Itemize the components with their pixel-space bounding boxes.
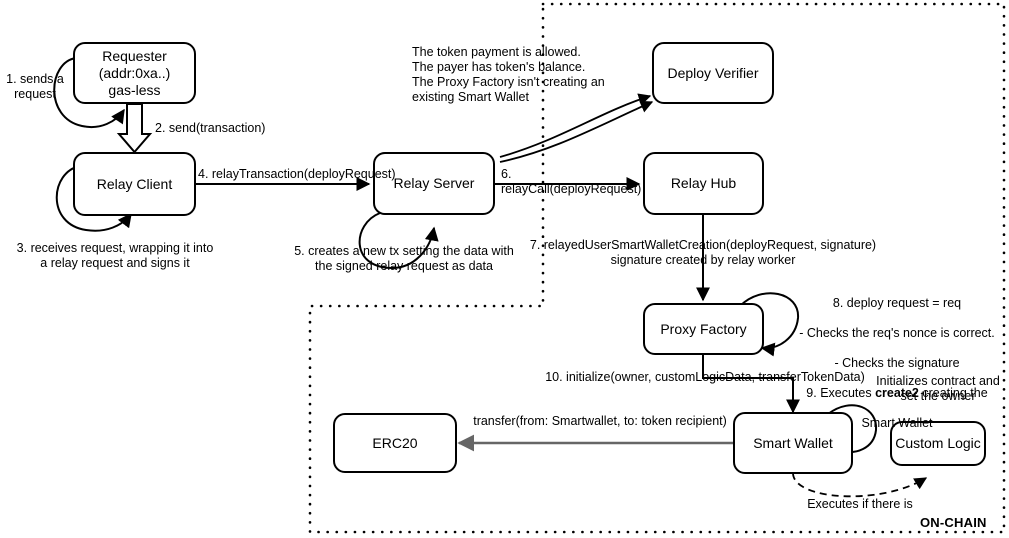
node-erc20-label: ERC20 — [372, 434, 418, 451]
proxy-note-line-3: - Checks the signature — [834, 356, 960, 370]
proxy-note-line-2: - Checks the req's nonce is correct. — [799, 326, 995, 340]
edge-label-step-4: 4. relayTransaction(deployRequest) — [198, 167, 396, 181]
edge-relay-server-to-deploy-verifier — [499, 93, 652, 158]
proxy-note-line-4-suffix: creating the — [918, 386, 988, 400]
proxy-note-create2-keyword: create2 — [875, 386, 919, 400]
edge-label-verifier-conditions: The token payment is allowed. The payer … — [412, 45, 605, 104]
node-deploy-verifier[interactable]: Deploy Verifier — [652, 42, 774, 104]
node-relay-client-label: Relay Client — [96, 175, 173, 192]
edge-label-transfer: transfer(from: Smartwallet, to: token re… — [473, 414, 727, 428]
node-relay-hub[interactable]: Relay Hub — [643, 152, 764, 215]
node-proxy-factory[interactable]: Proxy Factory — [643, 303, 764, 355]
edge-proxy-factory-self-loop — [739, 292, 800, 357]
on-chain-zone-caption: ON-CHAIN — [920, 515, 987, 530]
node-requester-label: Requester (addr:0xa..) gas-less — [98, 47, 171, 98]
edge-label-initializes-contract: Initializes contract and set the owner — [876, 374, 1000, 403]
node-custom-logic-label: Custom Logic — [895, 435, 981, 451]
node-relay-client[interactable]: Relay Client — [73, 152, 196, 216]
node-relay-server[interactable]: Relay Server — [373, 152, 495, 215]
node-requester[interactable]: Requester (addr:0xa..) gas-less — [73, 42, 196, 104]
edge-label-proxy-factory-note: 8. deploy request = req - Checks the req… — [786, 281, 1008, 446]
proxy-note-line-1: 8. deploy request = req — [832, 296, 962, 310]
edge-initialize — [702, 355, 800, 414]
edge-label-step-2: 2. send(transaction) — [155, 121, 266, 135]
edge-smart-wallet-self-loop — [827, 404, 878, 461]
edge-label-step-1: 1. sends a request — [6, 72, 64, 101]
node-proxy-factory-label: Proxy Factory — [660, 320, 747, 337]
proxy-note-line-5: Smart Wallet — [861, 416, 933, 430]
edge-label-step-3: 3. receives request, wrapping it into a … — [16, 241, 214, 270]
on-chain-boundary — [308, 2, 1006, 534]
edge-label-step-10: 10. initialize(owner, customLogicData, t… — [545, 370, 865, 384]
node-custom-logic[interactable]: Custom Logic — [890, 421, 986, 466]
node-relay-hub-label: Relay Hub — [670, 175, 737, 191]
edge-label-step-5: 5. creates a new tx setting the data wit… — [294, 244, 514, 273]
edge-label-step-6: 6. relayCall(deployRequest) — [501, 167, 642, 196]
node-relay-server-label: Relay Server — [393, 175, 475, 191]
proxy-note-line-4: 9. Executes create2 creating the — [786, 386, 1008, 401]
proxy-note-line-4-prefix: 9. Executes — [806, 386, 876, 400]
edge-send-transaction-block-arrow — [116, 103, 153, 154]
edge-requester-self-loop — [53, 57, 125, 128]
node-deploy-verifier-label: Deploy Verifier — [667, 64, 759, 81]
edge-relay-server-self-loop — [358, 212, 439, 270]
edge-relay-client-self-loop — [55, 165, 132, 232]
edge-executes-if-there-is — [792, 472, 928, 498]
edge-label-executes-if-there-is: Executes if there is — [807, 497, 913, 511]
node-smart-wallet-label: Smart Wallet — [753, 434, 833, 451]
node-smart-wallet[interactable]: Smart Wallet — [733, 412, 853, 474]
node-erc20[interactable]: ERC20 — [333, 413, 457, 473]
edge-label-step-7: 7. relayedUserSmartWalletCreation(deploy… — [529, 238, 877, 267]
edge-deploy-verifier-to-relay-server — [499, 100, 654, 163]
